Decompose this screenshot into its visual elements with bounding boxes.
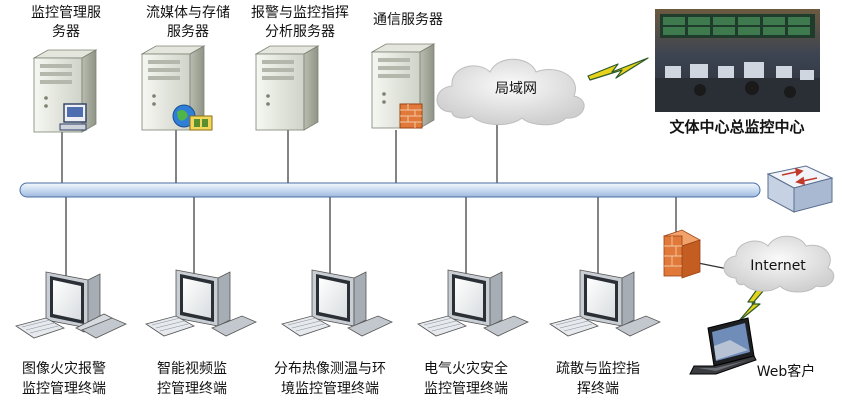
terminal-label-evacuation-line2: 挥终端 — [577, 381, 619, 397]
firewall-icon — [663, 229, 701, 279]
server-tower-comm — [370, 43, 436, 129]
wireless-link-icon-web — [737, 287, 765, 323]
network-switch-icon — [766, 165, 834, 213]
server-label-comm: 通信服务器 — [373, 12, 443, 28]
terminal-computer-1 — [15, 271, 127, 339]
terminal-computer-5 — [549, 269, 661, 337]
terminal-badge-icon — [59, 103, 87, 131]
internet-label: Internet — [750, 258, 806, 274]
terminal-label-electrical-line1: 电气火灾安全 — [424, 360, 508, 377]
network-bus — [19, 182, 761, 198]
terminal-connectors — [65, 196, 734, 276]
server-label-monitor-line1: 监控管理服 — [31, 5, 101, 21]
terminal-label-fire-image-line2: 监控管理终端 — [22, 381, 106, 397]
server-connectors — [61, 118, 498, 186]
server-label-streaming-line2: 服务器 — [167, 24, 209, 40]
server-label-monitor-line2: 务器 — [52, 24, 80, 40]
terminal-label-fire-image-line1: 图像火灾报警 — [22, 360, 106, 377]
terminal-label-video-line1: 智能视频监 — [157, 361, 227, 377]
firewall-small-icon — [399, 103, 423, 129]
wireless-link-icon — [587, 57, 649, 81]
terminal-computer-3 — [281, 269, 393, 337]
web-client-laptop-icon — [689, 317, 757, 375]
terminal-label-thermal-line1: 分布热像测温与环 — [274, 361, 386, 377]
lan-cloud-icon — [436, 58, 585, 126]
terminal-computer-2 — [145, 269, 257, 337]
lan-label: 局域网 — [495, 81, 537, 97]
server-label-streaming-line1: 流媒体与存储 — [146, 5, 230, 21]
terminal-label-thermal-line2: 境监控管理终端 — [281, 381, 379, 397]
terminal-label-video-line2: 控管理终端 — [157, 381, 227, 397]
internet-cloud-icon — [723, 235, 835, 293]
server-label-alarm-line1: 报警与监控指挥 — [251, 5, 349, 21]
monitoring-center-photo — [655, 9, 820, 112]
terminal-label-evacuation-line1: 疏散与监控指 — [556, 361, 640, 377]
globe-storage-icon — [172, 104, 213, 131]
terminal-computer-4 — [417, 269, 529, 337]
monitoring-center-label: 文体中心总监控中心 — [669, 118, 804, 136]
server-tower-alarm — [254, 45, 320, 131]
web-client-label: Web客户 — [757, 363, 816, 380]
server-label-alarm-line2: 分析服务器 — [265, 24, 335, 40]
terminal-label-electrical-line2: 监控管理终端 — [424, 381, 508, 397]
